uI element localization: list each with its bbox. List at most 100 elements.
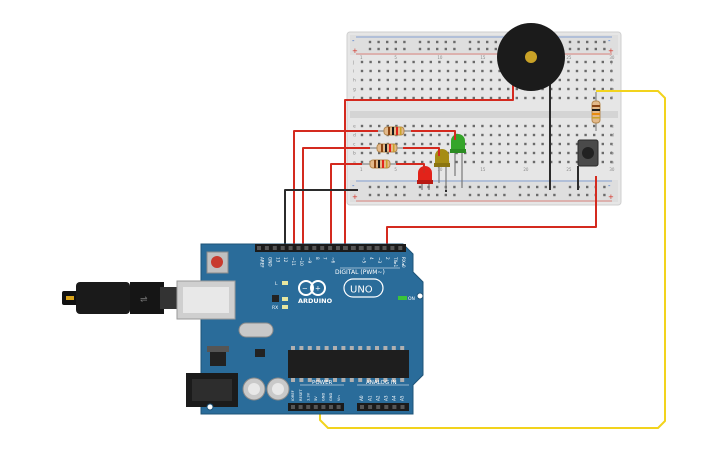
power-pin[interactable] <box>336 405 341 409</box>
resistor-2[interactable] <box>368 143 404 153</box>
breadboard[interactable]: - + - + - + - + 115510101515202025253030… <box>346 31 622 206</box>
breadboard-hole <box>550 124 553 128</box>
rail-hole <box>436 185 439 189</box>
breadboard-hole <box>498 69 501 73</box>
rail-hole <box>368 40 372 44</box>
column-label: 30 <box>609 167 615 172</box>
power-pin[interactable] <box>313 405 318 409</box>
breadboard-hole <box>386 151 389 155</box>
breadboard-hole <box>489 60 493 64</box>
header-pin[interactable] <box>264 246 269 250</box>
wire-pin6-buzzer[interactable] <box>344 84 514 249</box>
breadboard-hole <box>601 133 604 137</box>
breadboard-hole <box>567 133 570 137</box>
led-yellow-body <box>435 149 449 164</box>
row-letter: d <box>611 133 614 139</box>
rail-hole <box>453 193 456 197</box>
breadboard-hole <box>567 124 570 128</box>
analog-pin[interactable] <box>384 405 389 409</box>
rail-hole <box>418 193 422 197</box>
analog-pin[interactable] <box>376 405 381 409</box>
wire-5v[interactable] <box>319 90 666 429</box>
breadboard-hole <box>412 78 415 82</box>
analog-pin[interactable] <box>392 405 397 409</box>
header-pin[interactable] <box>296 246 301 250</box>
power-pin[interactable] <box>291 405 295 409</box>
logo-left-circle <box>298 280 314 296</box>
wire-gnd[interactable] <box>284 189 358 249</box>
breadboard-hole <box>438 96 441 100</box>
breadboard-hole <box>455 87 458 91</box>
breadboard-hole <box>412 60 415 64</box>
breadboard-hole <box>498 151 501 155</box>
breadboard-hole <box>412 69 415 73</box>
wire-resistor-1-led-green[interactable] <box>411 130 456 140</box>
resistor-4-body <box>591 100 601 124</box>
resistor-1[interactable] <box>375 126 412 136</box>
on-label: ON <box>408 296 415 302</box>
header-pin[interactable] <box>320 246 325 250</box>
header-pin[interactable] <box>257 246 261 250</box>
resistor-2-band-3 <box>389 144 391 152</box>
header-pin[interactable] <box>366 246 371 250</box>
analog-pin[interactable] <box>368 405 373 409</box>
header-pin[interactable] <box>374 246 379 250</box>
header-pin[interactable] <box>312 246 317 250</box>
header-pin[interactable] <box>350 246 355 250</box>
chip-pin <box>383 378 388 382</box>
wire-pin11-resistor-2[interactable] <box>302 147 370 249</box>
wire-resistor-3-led-red[interactable] <box>396 163 425 173</box>
wire-pin8-resistor-3[interactable] <box>330 163 362 249</box>
header-pin[interactable] <box>343 246 347 250</box>
breadboard-hole <box>429 87 432 91</box>
resistor-3[interactable] <box>360 159 397 169</box>
resistor-4[interactable] <box>591 92 601 131</box>
row-letter: e <box>353 125 356 130</box>
rail-hole <box>494 185 497 189</box>
chip-pin <box>324 346 329 350</box>
resistor-1-band-3 <box>396 127 398 135</box>
wire-pin2-button[interactable] <box>386 176 597 249</box>
chip-pin <box>299 378 304 382</box>
led-red[interactable] <box>417 166 433 190</box>
breadboard-hole <box>378 151 381 155</box>
header-pin[interactable] <box>328 246 333 250</box>
power-pin-label: Vin <box>337 395 341 401</box>
header-pin[interactable] <box>272 246 277 250</box>
header-pin[interactable] <box>398 246 403 250</box>
breadboard-hole <box>438 78 441 82</box>
pushbutton[interactable] <box>577 139 599 167</box>
wire-resistor-2-led-yellow[interactable] <box>403 147 440 156</box>
led-green[interactable] <box>450 134 466 188</box>
power-pin[interactable] <box>321 405 326 409</box>
breadboard-hole <box>412 151 415 155</box>
power-pin-label: 3.3V <box>306 392 310 401</box>
analog-pin[interactable] <box>360 405 364 409</box>
breadboard-hole <box>412 87 415 91</box>
breadboard-hole <box>378 124 381 128</box>
breadboard-hole <box>532 124 536 128</box>
analog-pin[interactable] <box>400 405 405 409</box>
header-pin[interactable] <box>288 246 293 250</box>
power-pin[interactable] <box>329 405 333 409</box>
wire-pin12-resistor-1[interactable] <box>293 130 378 249</box>
piezo-buzzer[interactable] <box>497 23 565 91</box>
rail-hole <box>486 47 489 51</box>
header-pin[interactable] <box>390 246 395 250</box>
breadboard-hole <box>395 160 398 164</box>
breadboard-hole <box>455 96 458 100</box>
header-pin[interactable] <box>336 246 340 250</box>
chip-pin <box>366 378 371 382</box>
header-pin[interactable] <box>304 246 309 250</box>
power-pin[interactable] <box>298 405 303 409</box>
breadboard-hole <box>481 151 484 155</box>
breadboard-hole <box>429 124 432 128</box>
digital-pin-label: ~5 <box>361 257 366 264</box>
header-pin[interactable] <box>280 246 285 250</box>
header-pin[interactable] <box>382 246 387 250</box>
breadboard-hole <box>403 142 407 146</box>
breadboard-hole <box>541 96 544 100</box>
power-pin[interactable] <box>306 405 311 409</box>
header-pin[interactable] <box>358 246 363 250</box>
